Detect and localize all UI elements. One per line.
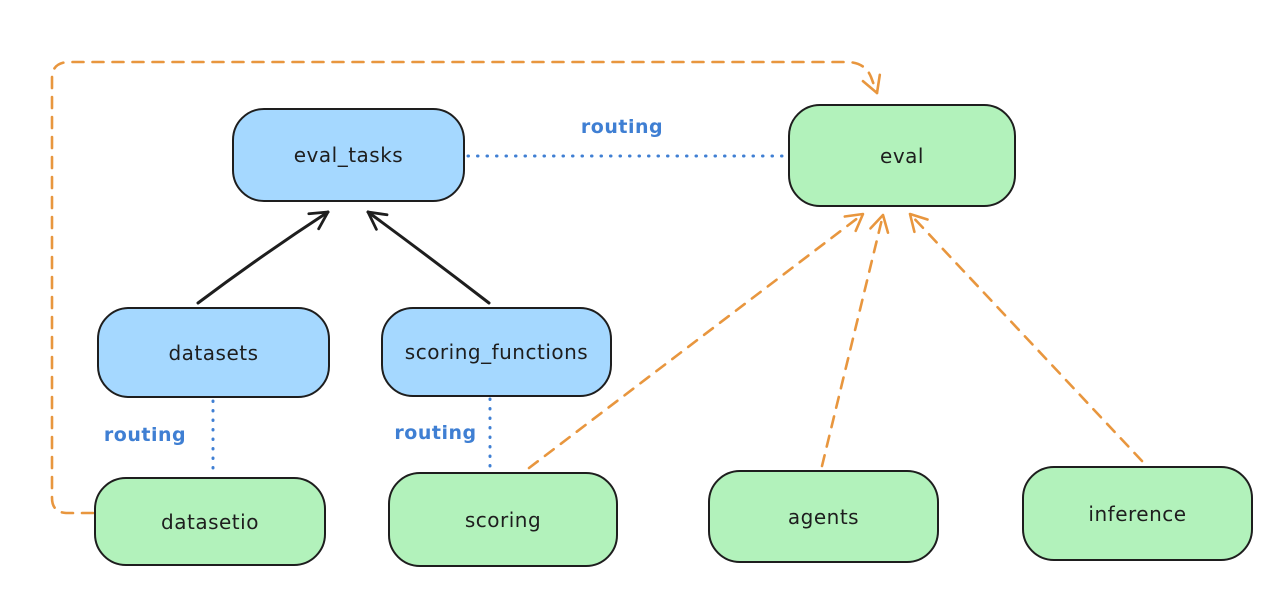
node-datasets: datasets [97, 307, 330, 398]
node-eval: eval [788, 104, 1016, 207]
node-scoring-label: scoring [464, 507, 542, 532]
routing-label-scoring: routing [394, 422, 477, 444]
node-datasetio: datasetio [94, 477, 326, 566]
arrow-inference-to-eval [908, 212, 1144, 463]
arrow-scoring-to-eval [527, 212, 865, 470]
node-inference-label: inference [1088, 501, 1187, 526]
node-datasetio-label: datasetio [161, 509, 259, 534]
node-scoring_functions: scoring_functions [381, 307, 612, 397]
arrow-agents-to-eval [820, 213, 890, 468]
node-scoring: scoring [388, 472, 618, 567]
arrow-scoring_functions-to-eval_tasks [366, 210, 491, 305]
routing-label-datasets: routing [103, 424, 187, 446]
node-agents-label: agents [787, 504, 860, 529]
node-eval_tasks: eval_tasks [232, 108, 465, 202]
node-agents: agents [708, 470, 939, 563]
routing-label-top: routing [580, 116, 664, 138]
node-scoring_functions-label: scoring_functions [404, 340, 589, 364]
node-eval_tasks-label: eval_tasks [293, 143, 404, 167]
node-datasets-label: datasets [168, 340, 259, 365]
arrow-datasetio-to-eval [50, 60, 882, 515]
node-eval-label: eval [880, 143, 924, 168]
node-inference: inference [1022, 466, 1253, 561]
arrow-datasets-to-eval_tasks [196, 210, 330, 305]
